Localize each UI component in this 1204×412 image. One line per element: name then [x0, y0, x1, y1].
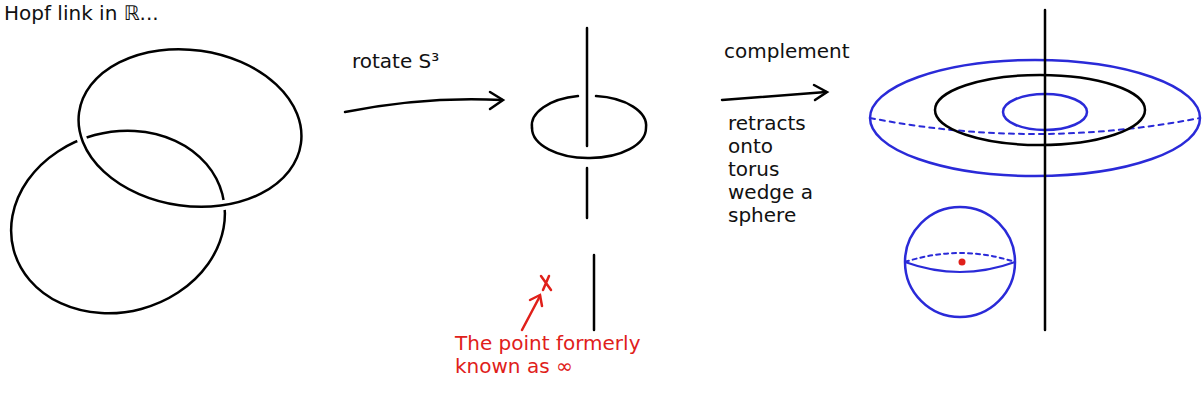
sphere — [905, 207, 1015, 317]
arrow-note: retracts onto torus wedge a sphere — [728, 112, 816, 227]
infinity-point — [522, 276, 551, 330]
torus-figure — [870, 10, 1200, 330]
torus-equator — [870, 118, 1200, 134]
arrow-shaft — [722, 92, 826, 100]
point-mark — [541, 276, 551, 290]
axis-line — [593, 255, 596, 330]
middle-link — [532, 28, 646, 330]
arrow-shaft — [345, 99, 502, 112]
link-component — [68, 35, 312, 221]
arrow-complement — [722, 85, 827, 100]
link-component — [0, 107, 246, 337]
pointer-head — [530, 295, 542, 306]
arrow-head — [490, 92, 503, 109]
heading-note: Hopf link in ℝ... — [4, 2, 264, 25]
inner-circle — [935, 75, 1145, 145]
axis-line — [1044, 10, 1047, 330]
pointer-arrow — [522, 296, 540, 330]
circle-part — [532, 96, 578, 128]
torus-outer — [870, 60, 1200, 176]
infinity-dot — [959, 259, 966, 266]
crossing-halo — [68, 35, 312, 221]
arrow-head — [814, 85, 827, 100]
arrow-label: rotate S³ — [352, 50, 512, 73]
axis-line — [586, 28, 589, 146]
axis-line — [586, 168, 589, 218]
circle-part — [532, 96, 646, 158]
arrow-label: complement — [724, 40, 864, 63]
arrow-rotate — [345, 92, 503, 112]
callout-note: The point formerly known as ∞ — [455, 332, 695, 378]
left-hopf-link — [0, 35, 312, 337]
